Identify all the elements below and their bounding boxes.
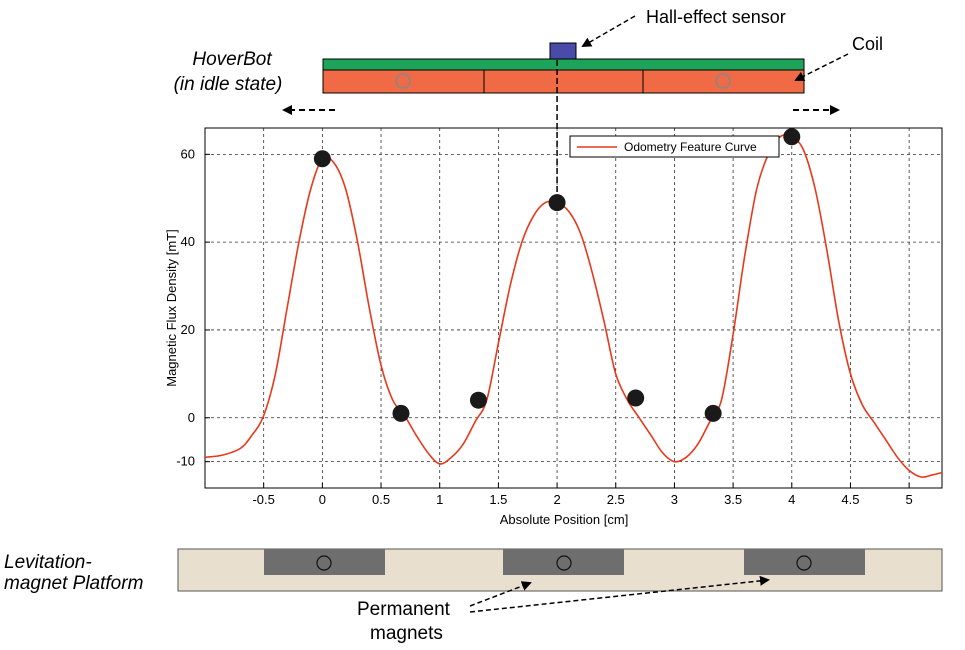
coil-label: Coil — [852, 34, 883, 54]
hall-sensor-arrow — [581, 15, 636, 47]
sample-point — [392, 404, 410, 422]
x-tick-label: 4.5 — [841, 492, 859, 507]
x-tick-label: 0.5 — [372, 492, 390, 507]
levitation-platform — [177, 548, 943, 592]
sample-point — [548, 194, 566, 212]
coil-body — [322, 69, 805, 94]
x-tick-label: 3.5 — [724, 492, 742, 507]
hoverbot-coil-assembly — [322, 42, 805, 94]
sample-point — [704, 404, 722, 422]
x-tick-label: 1.5 — [489, 492, 507, 507]
sample-point — [469, 391, 487, 409]
x-tick-label: 1 — [436, 492, 443, 507]
series-line-odometry — [204, 134, 943, 478]
magnets-arrow — [469, 581, 532, 607]
x-tick-label: 2.5 — [607, 492, 625, 507]
y-tick-label: -10 — [176, 454, 195, 469]
y-tick-label: 40 — [181, 234, 195, 249]
x-tick-label: 4 — [788, 492, 795, 507]
magnets-label-line2: magnets — [370, 623, 443, 644]
magnet-marker-circle — [796, 555, 812, 571]
y-axis-ticks: -10 0 20 40 60 — [176, 146, 210, 469]
coil-top-strip — [322, 58, 805, 71]
sample-points — [313, 128, 801, 422]
y-tick-label: 0 — [188, 410, 195, 425]
x-tick-label: 3 — [671, 492, 678, 507]
platform-title: Levitation- — [4, 552, 92, 573]
magnet-marker-circle — [556, 555, 572, 571]
plot-frame — [204, 127, 943, 489]
sample-point — [783, 128, 801, 146]
permanent-magnet — [744, 549, 865, 575]
chart-legend: Odometry Feature Curve — [569, 135, 780, 158]
x-axis-title: Absolute Position [cm] — [500, 512, 629, 527]
legend-box — [569, 135, 780, 158]
legend-entry-label: Odometry Feature Curve — [624, 140, 757, 154]
coil-marker-circle — [715, 73, 731, 89]
hoverbot-title: HoverBot — [192, 49, 272, 70]
magnets-arrow — [469, 575, 770, 613]
magnet-marker-circle — [316, 555, 332, 571]
magnets-label: Permanent — [357, 599, 451, 620]
y-tick-label: 60 — [181, 146, 195, 161]
platform-subtitle: magnet Platform — [4, 573, 143, 594]
coil-marker-circle — [395, 73, 411, 89]
x-tick-label: -0.5 — [252, 492, 274, 507]
hall-sensor-label: Hall-effect sensor — [646, 7, 786, 27]
sample-point — [313, 150, 331, 168]
permanent-magnet — [503, 549, 624, 575]
permanent-magnet — [264, 549, 385, 575]
sample-point — [627, 389, 645, 407]
chart-grid — [205, 128, 942, 488]
coil-arrow — [794, 53, 849, 81]
flux-chart: -0.5 0 0.5 1 1.5 2 2.5 3 3.5 4 4.5 5 -10 0 20 40 60 Odo… — [164, 60, 943, 527]
x-axis-ticks: -0.5 0 0.5 1 1.5 2 2.5 3 3.5 4 4.5 5 — [252, 483, 913, 507]
x-tick-label: 2 — [553, 492, 560, 507]
x-tick-label: 0 — [319, 492, 326, 507]
y-tick-label: 20 — [181, 322, 195, 337]
y-axis-title: Magnetic Flux Density [mT] — [164, 229, 179, 387]
hoverbot-subtitle: (in idle state) — [174, 74, 283, 95]
x-tick-label: 5 — [906, 492, 913, 507]
hall-sensor-block — [549, 42, 577, 60]
